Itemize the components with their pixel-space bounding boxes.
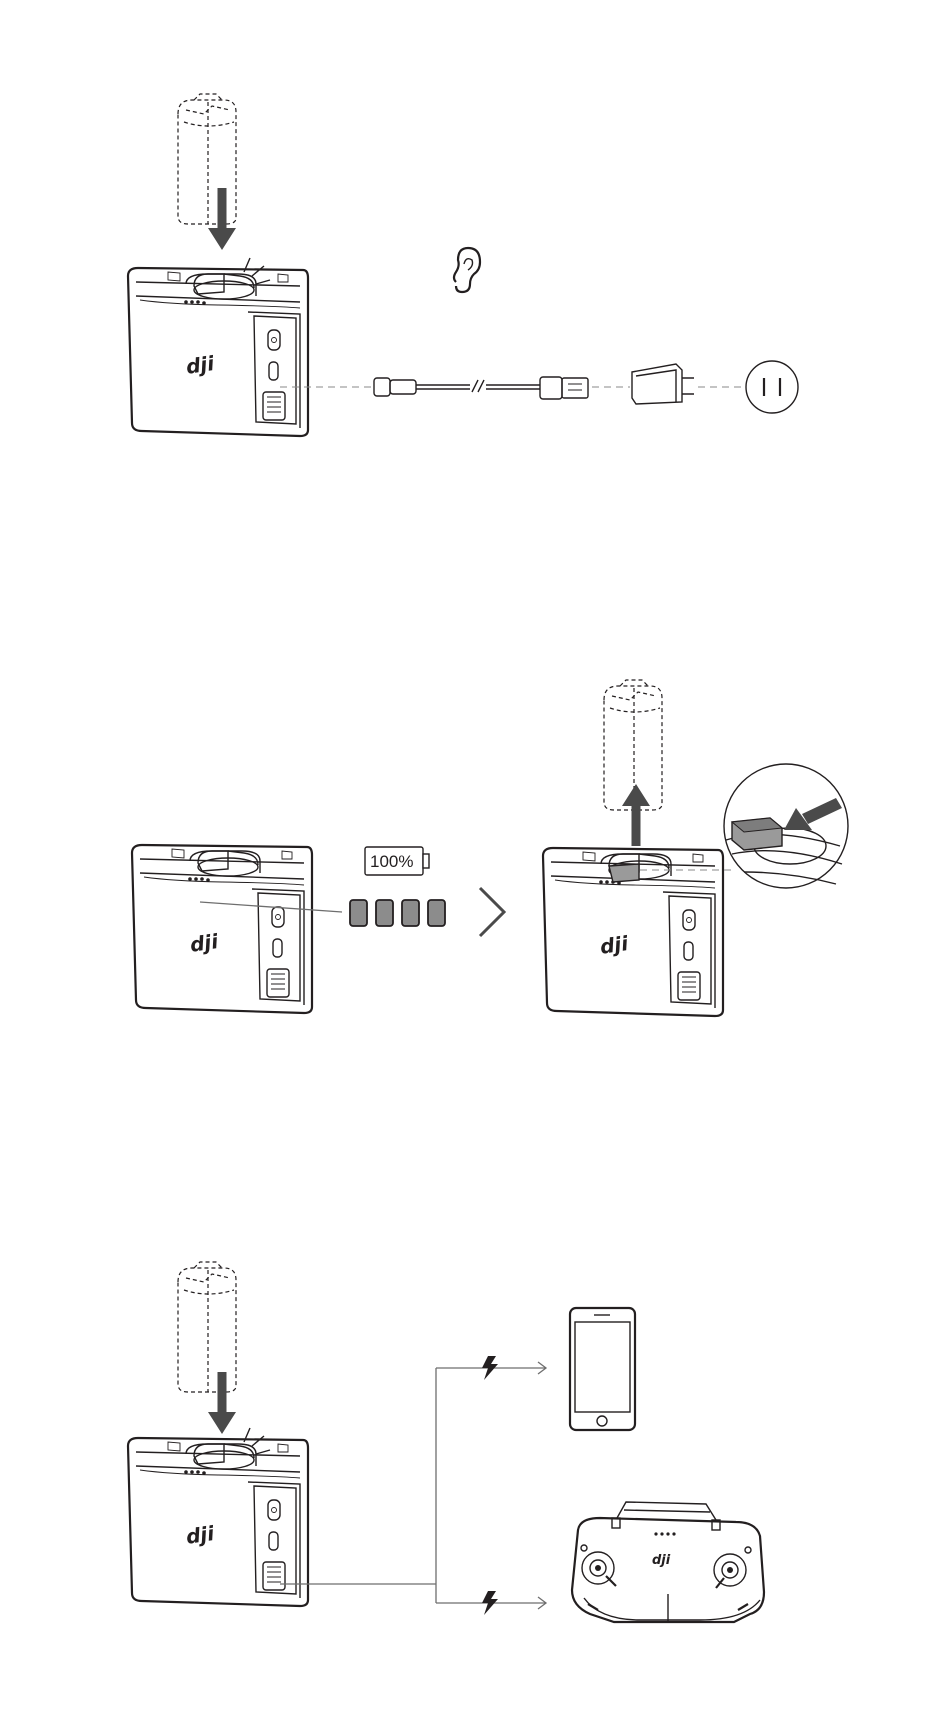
hub-brand-logo-4: dji — [184, 1521, 216, 1549]
hub-brand-logo-2: dji — [188, 929, 220, 957]
controller-brand-logo: dji — [652, 1553, 671, 1568]
wall-adapter — [632, 364, 694, 404]
led-guide-line — [200, 902, 342, 912]
charging-hub-release — [543, 848, 723, 1016]
led-indicators — [350, 900, 445, 926]
led-indicator — [350, 900, 367, 926]
chevron-right-icon — [480, 888, 504, 936]
hub-brand-logo-3: dji — [598, 931, 630, 959]
release-button — [609, 864, 639, 882]
down-arrow-icon — [208, 188, 236, 250]
led-indicator — [428, 900, 445, 926]
led-indicator — [376, 900, 393, 926]
smartphone — [570, 1308, 635, 1430]
battery-icon: 100% — [365, 847, 429, 875]
click-sound-marks — [244, 258, 270, 284]
usb-cable — [374, 377, 588, 399]
output-connection-lines — [280, 1362, 546, 1609]
charging-hub — [128, 268, 308, 436]
charging-hub-powerbank — [128, 1438, 308, 1606]
battery-insert-bottom — [178, 1262, 236, 1392]
step-charge-panel: dji — [128, 94, 798, 436]
battery-percentage: 100% — [370, 852, 413, 871]
step-full-panel: dji 100% dji — [132, 680, 848, 1016]
click-sound-marks-2 — [244, 1428, 270, 1454]
press-arrow-icon — [784, 798, 842, 830]
led-indicator — [402, 900, 419, 926]
battery-insert-top — [178, 94, 236, 224]
hub-brand-logo: dji — [184, 351, 216, 379]
up-arrow-icon — [622, 784, 650, 846]
wall-socket — [746, 361, 798, 413]
charging-hub-full — [132, 845, 312, 1013]
step-powerbank-panel: dji — [128, 1262, 764, 1622]
down-arrow-icon-2 — [208, 1372, 236, 1434]
release-button-zoom — [724, 764, 848, 888]
ear-icon — [454, 248, 480, 292]
